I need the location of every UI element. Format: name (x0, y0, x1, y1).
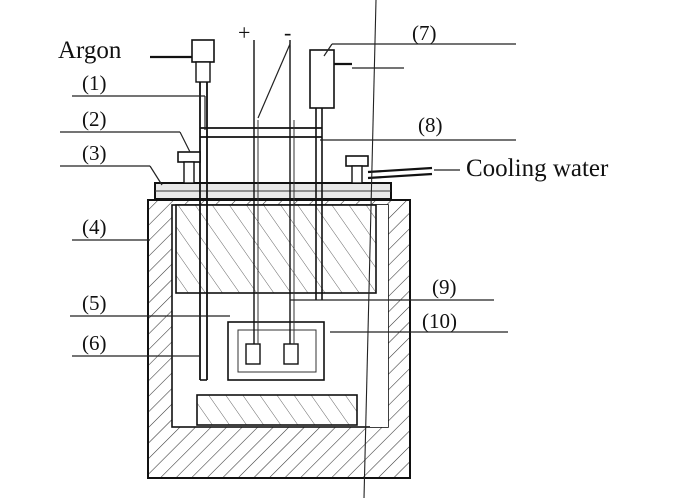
minus-terminal-label: - (284, 20, 291, 45)
cooling-lid (154, 182, 392, 200)
label-10: (10) (422, 309, 457, 333)
label-3: (3) (82, 141, 107, 165)
holder-plate (200, 127, 322, 138)
sample-left (245, 343, 261, 365)
upper-refractory-block (175, 204, 377, 294)
label-5: (5) (82, 291, 107, 315)
label-6: (6) (82, 331, 107, 355)
label-7: (7) (412, 21, 437, 45)
label-1: (1) (82, 71, 107, 95)
crucible (227, 321, 325, 381)
label-2: (2) (82, 107, 107, 131)
label-9: (9) (432, 275, 457, 299)
sample-right (283, 343, 299, 365)
bottom-support-block (196, 394, 358, 426)
reference-line (363, 0, 377, 498)
argon-label: Argon (58, 37, 122, 64)
right-lid-port (345, 155, 433, 184)
electrode-leads (253, 40, 295, 344)
label-8: (8) (418, 113, 443, 137)
label-4: (4) (82, 215, 107, 239)
cooling-water-label: Cooling water (466, 155, 609, 182)
left-lid-port (177, 151, 201, 184)
plus-terminal-label: + (238, 20, 250, 45)
argon-inlet-tube (150, 39, 215, 381)
leader-lines (60, 43, 516, 357)
